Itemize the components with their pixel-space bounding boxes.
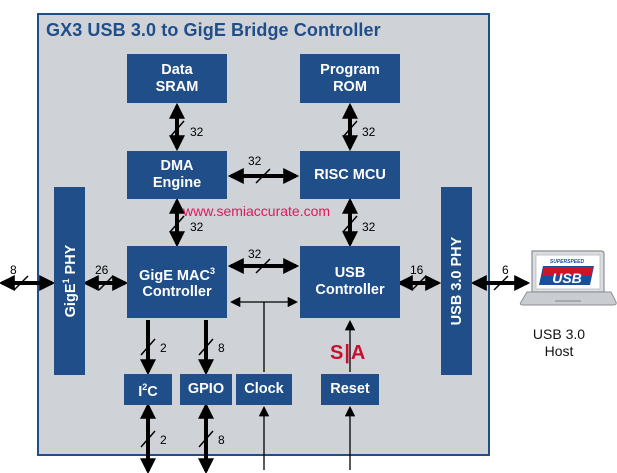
risc-mcu-block: RISC MCU xyxy=(300,151,400,199)
risc-mcu-label: RISC MCU xyxy=(314,166,386,183)
bus-width-label: 32 xyxy=(190,125,204,139)
bus-dma-mac: 32 xyxy=(169,197,204,248)
gpio-label: GPIO xyxy=(187,381,225,397)
bus-i2c-external: 2 xyxy=(140,402,167,473)
data-sram-label: Data SRAM xyxy=(155,61,199,95)
bus-width-label: 2 xyxy=(160,341,167,355)
bus-width-label: 26 xyxy=(95,263,109,277)
program-rom-label: Program ROM xyxy=(320,61,380,95)
usb-host-label: USB 3.0 Host xyxy=(532,326,586,359)
reset-label: Reset xyxy=(330,381,370,397)
bus-width-label: 6 xyxy=(502,263,509,277)
bus-risc-usb: 32 xyxy=(342,197,376,248)
sa-logo: S|A xyxy=(330,342,367,364)
bus-gpio-external: 8 xyxy=(198,402,225,473)
gige-phy-label: GigE1 PHY xyxy=(60,244,79,318)
bus-mac-gpio: 8 xyxy=(198,320,225,376)
diagram-title: GX3 USB 3.0 to GigE Bridge Controller xyxy=(46,20,381,40)
bus-mac-i2c: 2 xyxy=(140,320,167,376)
usb-controller-label: USB Controller xyxy=(315,265,385,298)
usb-controller-block: USB Controller xyxy=(300,246,400,318)
gige-phy-block xyxy=(54,187,85,375)
clock-label: Clock xyxy=(244,381,284,397)
bus-width-label: 32 xyxy=(190,220,204,234)
bus-width-label: 32 xyxy=(362,220,376,234)
reset-block: Reset xyxy=(321,374,379,405)
bus-dma-risc: 32 xyxy=(227,154,300,184)
dma-engine-block: DMA Engine xyxy=(127,151,227,199)
bus-usbctrl-usbphy: 16 xyxy=(396,263,442,291)
bus-width-label: 16 xyxy=(410,263,424,277)
usb-phy-label: USB 3.0 PHY xyxy=(448,236,465,326)
clock-block: Clock xyxy=(236,374,292,405)
i2c-label: I2C xyxy=(138,381,158,400)
bus-width-label: 2 xyxy=(160,433,167,447)
bus-mac-usb: 32 xyxy=(227,247,300,274)
i2c-block: I2C xyxy=(124,374,172,405)
bus-width-label: 32 xyxy=(248,154,262,168)
bus-sram-dma: 32 xyxy=(169,102,204,152)
bus-width-label: 32 xyxy=(248,247,262,261)
bus-width-label: 8 xyxy=(10,263,17,277)
bus-rom-risc: 32 xyxy=(342,102,376,152)
bus-width-label: 8 xyxy=(218,433,225,447)
dma-engine-label: DMA Engine xyxy=(152,158,202,191)
bus-width-label: 8 xyxy=(218,341,225,355)
gpio-block: GPIO xyxy=(180,374,232,405)
bus-width-label: 32 xyxy=(362,125,376,139)
program-rom-block: Program ROM xyxy=(300,54,400,103)
watermark-text: www.semiaccurate.com xyxy=(183,203,331,219)
usb-phy-block xyxy=(441,187,472,375)
bus-external-gige: 8 xyxy=(0,263,56,291)
clock-wires xyxy=(229,296,299,470)
bus-phy-mac: 26 xyxy=(82,263,129,291)
data-sram-block: Data SRAM xyxy=(127,54,227,103)
bus-external-usb: 6 xyxy=(470,263,531,291)
